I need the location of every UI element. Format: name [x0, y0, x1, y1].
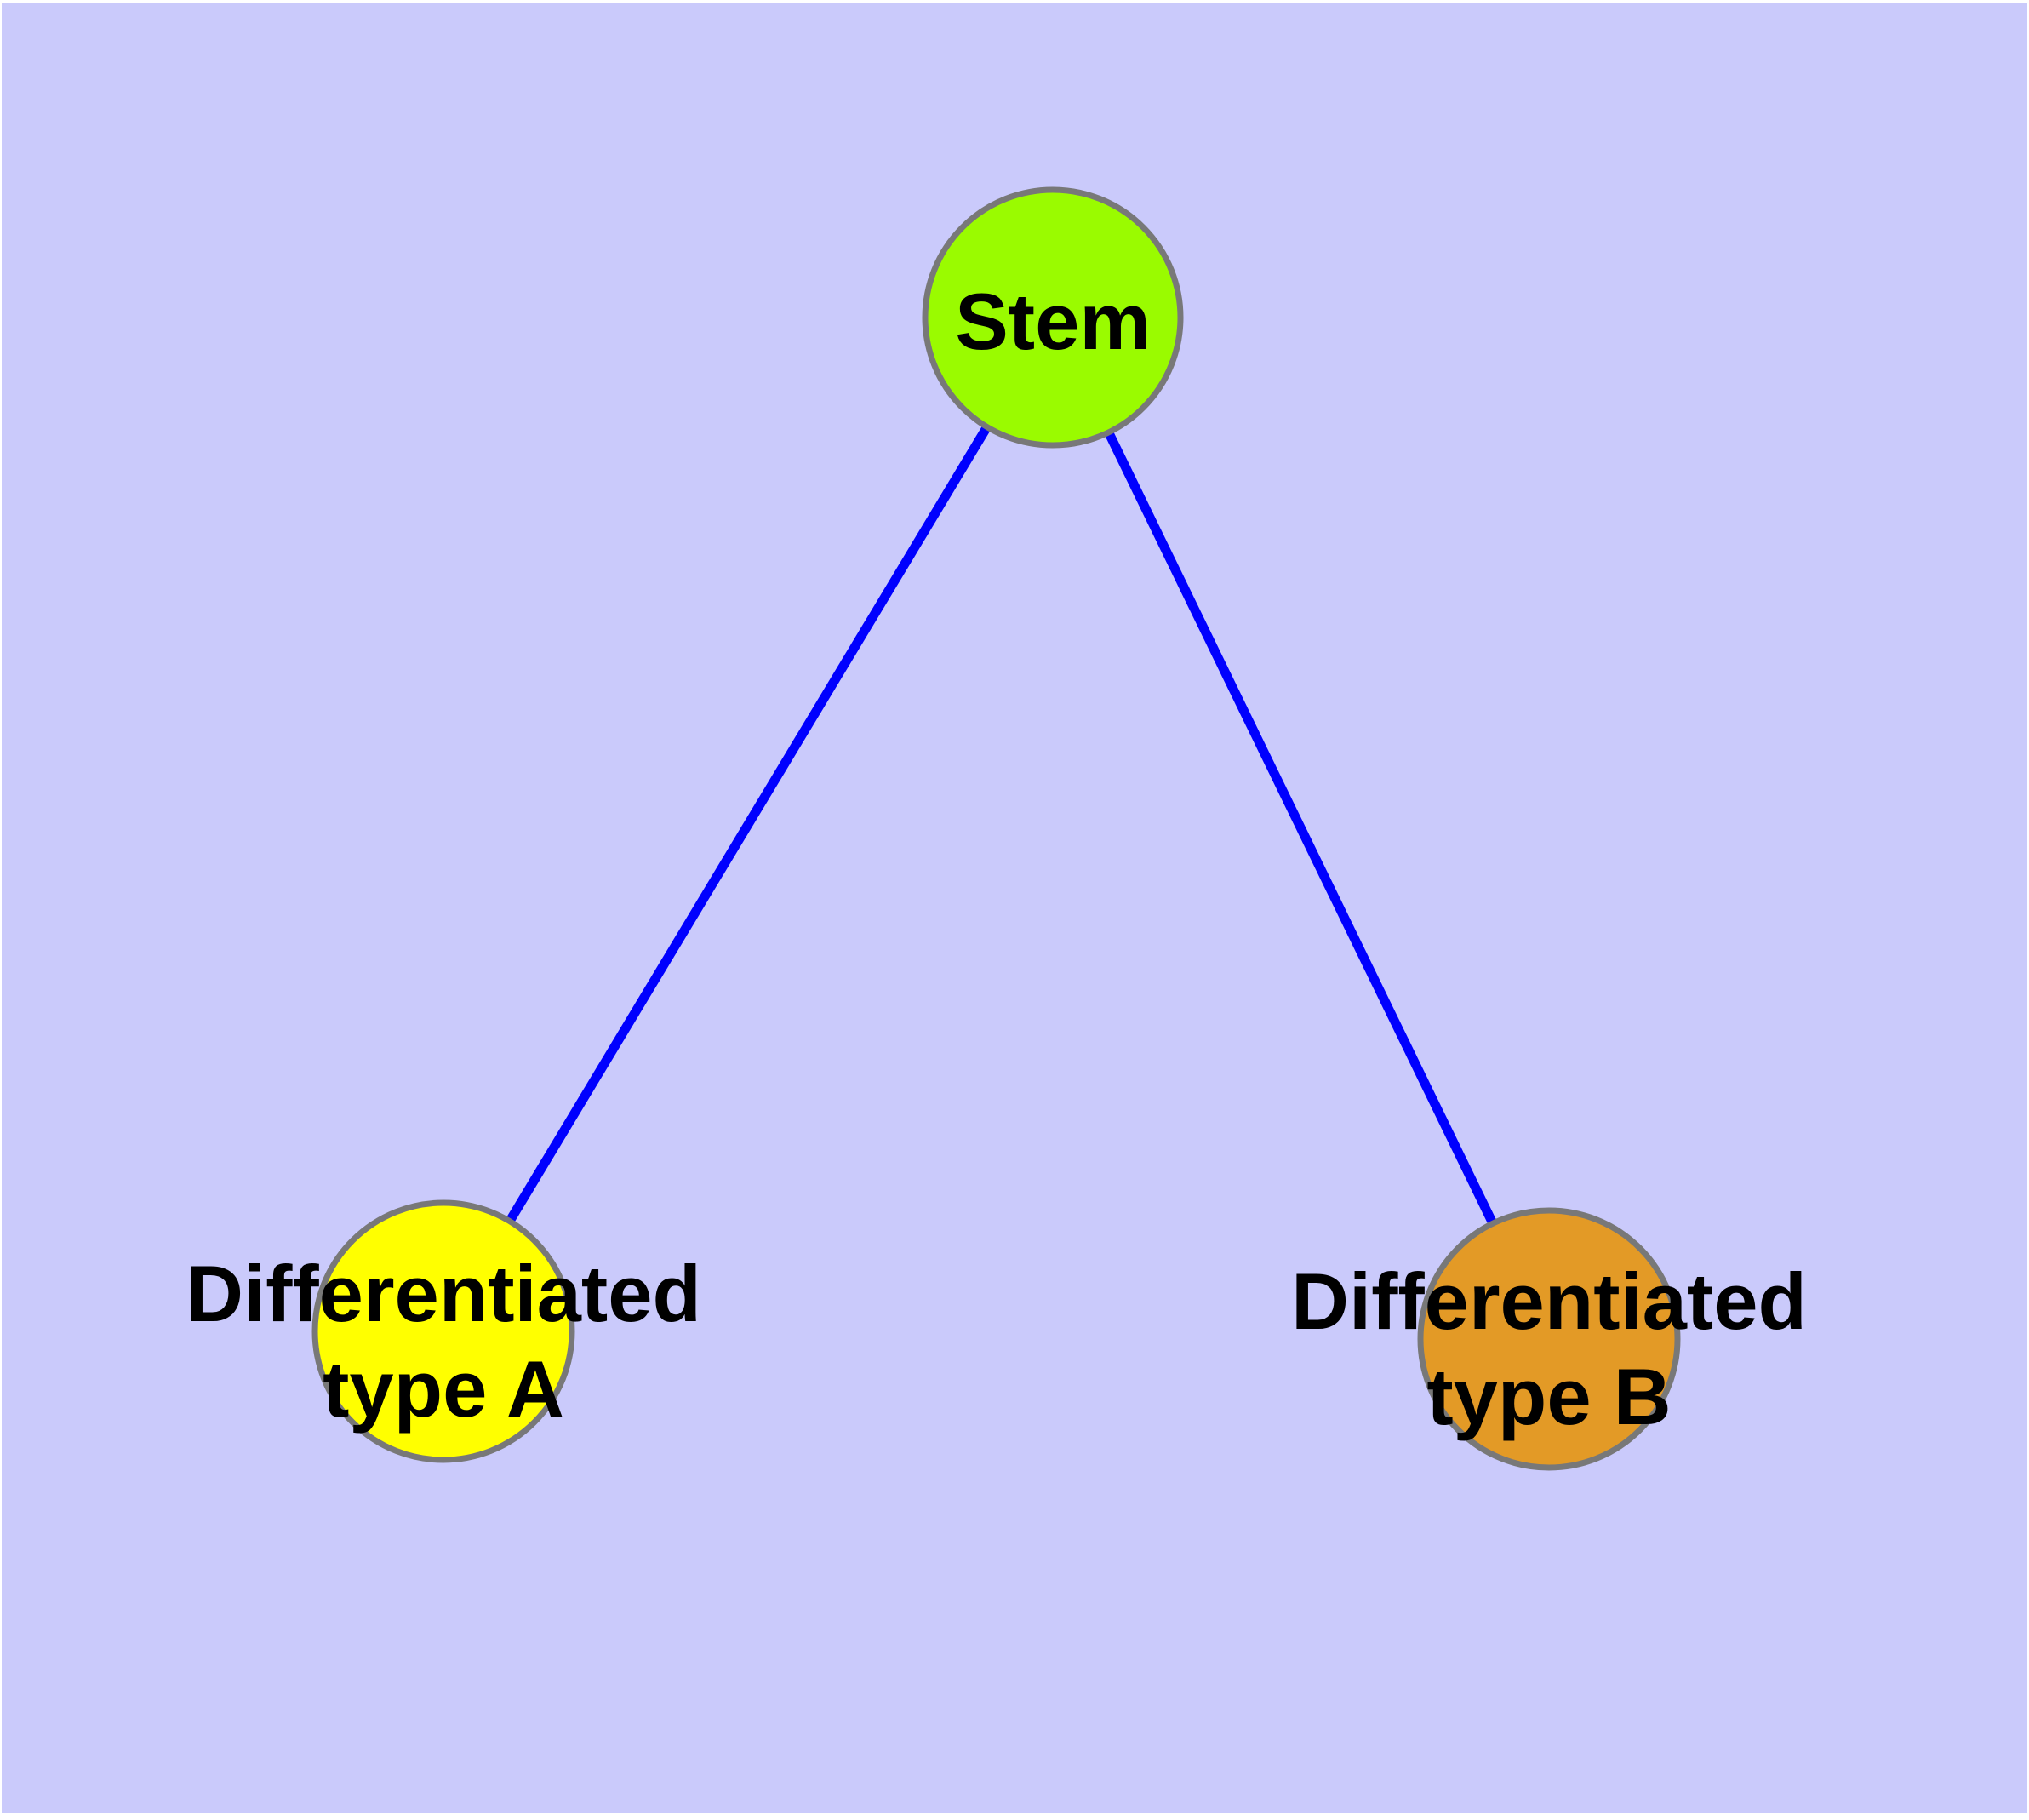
stem-node-label: Stem [955, 274, 1151, 369]
type-a-node-label-line-2: type A [323, 1344, 564, 1434]
edge-stem-to-type-a [439, 315, 1057, 1334]
type-b-node-label-line-2: type B [1426, 1352, 1672, 1441]
type-b-node-label-line-1: Differentiated [1291, 1256, 1807, 1346]
type-a-node-label-line-1: Differentiated [186, 1249, 701, 1338]
type-a-node-label: Differentiated type A [186, 1246, 701, 1437]
stem-node-circle [922, 186, 1184, 449]
type-a-node-circle [311, 1199, 575, 1463]
stem-node-label-line-1: Stem [955, 277, 1151, 366]
type-b-node-circle [1417, 1207, 1681, 1471]
type-b-node-label: Differentiated type B [1291, 1254, 1807, 1445]
edge-stem-to-type-b [1049, 315, 1553, 1342]
